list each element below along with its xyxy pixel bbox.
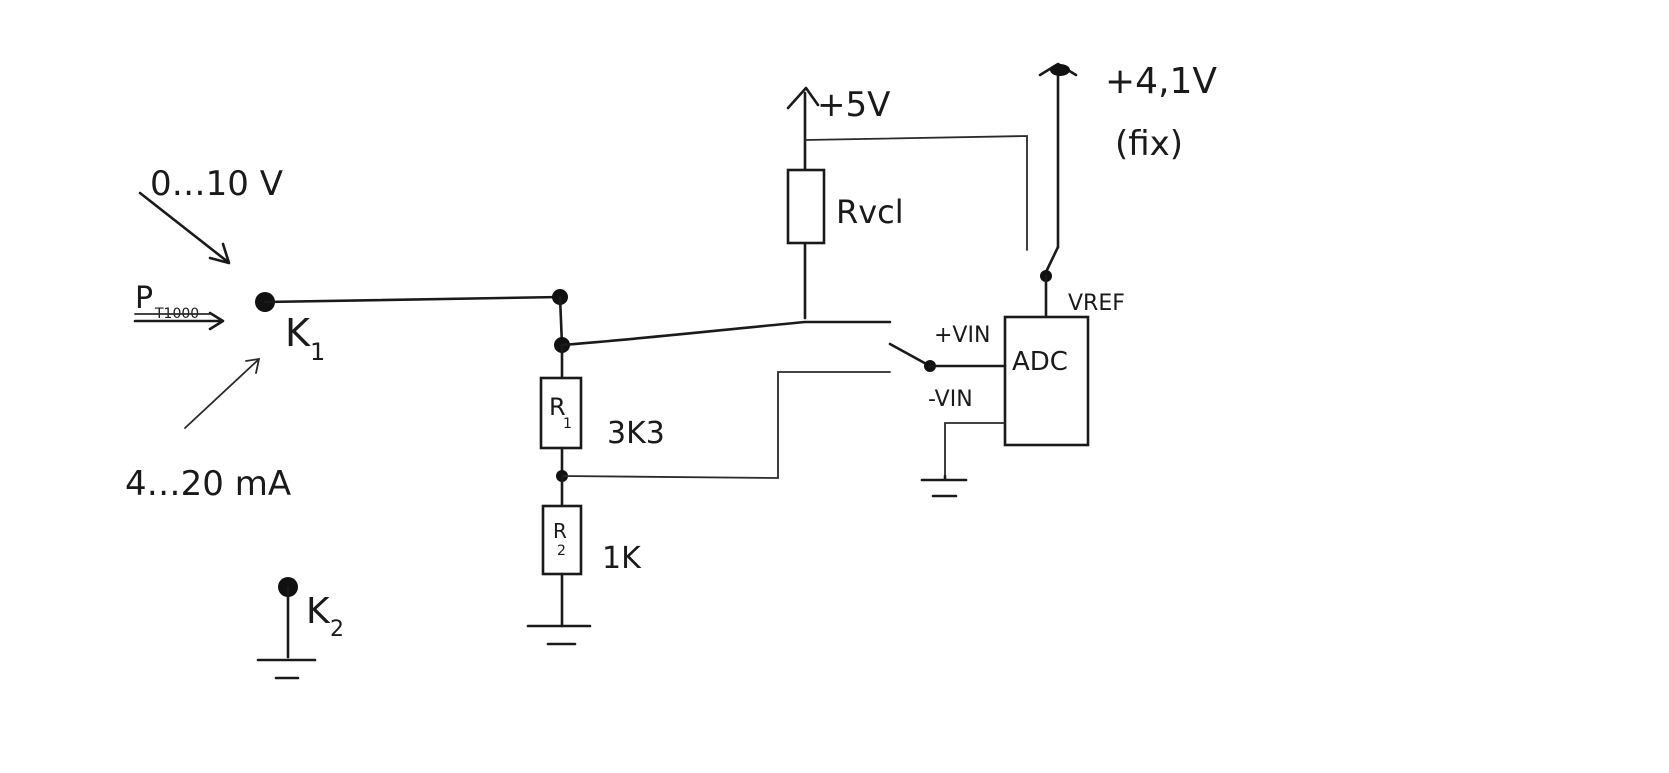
input-voltage-label: 0…10 V — [150, 164, 283, 204]
adc-label: ADC — [1012, 347, 1068, 377]
ground-k2 — [256, 585, 317, 680]
resistor-rvcl — [786, 168, 826, 245]
adc-block[interactable] — [1003, 315, 1090, 447]
vin-minus-label: -VIN — [928, 387, 973, 412]
terminal-k1-label: K 1 — [285, 311, 325, 366]
pt1000-input-arrow — [133, 311, 225, 331]
svg-text:2: 2 — [557, 543, 566, 559]
wire-to-vin-plus — [560, 320, 892, 347]
svg-text:K: K — [285, 311, 311, 355]
svg-text:R: R — [549, 393, 566, 421]
resistor-r1 — [539, 376, 583, 450]
vin-input-switch — [888, 342, 1007, 372]
vref-supply-label: +4,1V — [1105, 61, 1217, 102]
wire-k1-to-node — [263, 295, 562, 304]
input-pt1000-label: P T1000 — [135, 281, 199, 322]
wire-5v-top — [804, 135, 1028, 251]
resistor-r1-label: R 1 — [549, 393, 572, 432]
resistor-rvcl-label: Rvcl — [836, 193, 904, 231]
supply-5v-label: +5V — [817, 85, 890, 125]
ground-r2 — [526, 572, 592, 646]
vref-supply-symbol — [1038, 62, 1078, 249]
terminal-k2-label: K 2 — [306, 591, 344, 642]
svg-text:2: 2 — [330, 617, 344, 642]
resistor-r2-label: R 2 — [553, 519, 567, 559]
vref-pin-label: VREF — [1068, 291, 1125, 316]
svg-text:P: P — [135, 281, 153, 316]
svg-text:R: R — [553, 519, 567, 543]
svg-text:1: 1 — [563, 416, 572, 432]
resistor-r2-value: 1K — [602, 541, 642, 576]
svg-text:K: K — [306, 591, 331, 632]
wire-mid-to-adc — [561, 371, 891, 479]
resistor-r1-value: 3K3 — [607, 416, 665, 451]
vin-plus-label: +VIN — [934, 323, 990, 348]
current-input-arrow — [184, 357, 261, 429]
vref-fix-label: (fix) — [1115, 124, 1183, 164]
svg-text:1: 1 — [310, 338, 325, 366]
input-current-label: 4…20 mA — [125, 464, 291, 504]
ground-adc — [920, 474, 968, 498]
wire-node-down — [558, 295, 564, 347]
voltage-input-arrow — [138, 191, 231, 265]
vref-switch — [1040, 245, 1060, 320]
wire-vin-minus — [944, 422, 1006, 477]
